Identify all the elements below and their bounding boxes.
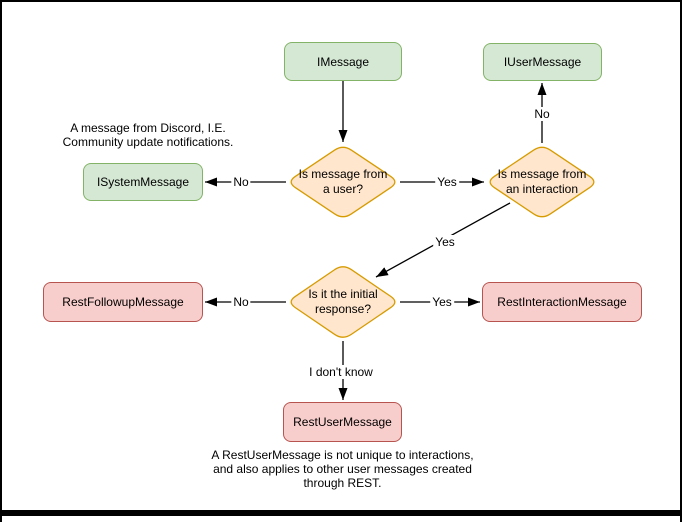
decision-from-interaction-shape bbox=[489, 146, 595, 218]
window-bottom-edge bbox=[2, 510, 680, 516]
edge-label-yes-to-restinteraction: Yes bbox=[430, 295, 454, 309]
node-iusermessage-label: IUserMessage bbox=[503, 55, 582, 69]
node-restusermessage-label: RestUserMessage bbox=[293, 415, 392, 429]
edge-label-no-to-iusermessage: No bbox=[532, 107, 552, 121]
decision-from-interaction-label: Is message from an interaction bbox=[497, 167, 587, 196]
node-imessage: IMessage bbox=[284, 42, 402, 81]
decision-initial-response-shape bbox=[290, 266, 396, 338]
note-isystemmessage: A message from Discord, I.E. Community u… bbox=[62, 121, 234, 149]
decision-from-user-label: Is message from a user? bbox=[298, 167, 388, 196]
node-imessage-label: IMessage bbox=[316, 54, 370, 69]
node-restfollowupmessage-label: RestFollowupMessage bbox=[62, 295, 184, 309]
note-restusermessage: A RestUserMessage is not unique to inter… bbox=[211, 448, 474, 490]
decision-initial-response-label: Is it the initial response? bbox=[308, 287, 378, 316]
node-restinteractionmessage: RestInteractionMessage bbox=[482, 282, 642, 322]
node-restusermessage: RestUserMessage bbox=[283, 402, 402, 442]
node-restfollowupmessage: RestFollowupMessage bbox=[43, 282, 203, 322]
node-restinteractionmessage-label: RestInteractionMessage bbox=[497, 295, 627, 309]
node-iusermessage: IUserMessage bbox=[483, 43, 602, 81]
node-isystemmessage: ISystemMessage bbox=[83, 163, 203, 201]
node-isystemmessage-label: ISystemMessage bbox=[96, 175, 190, 189]
edge-label-idontknow-to-restuser: I don't know bbox=[307, 365, 375, 379]
decision-from-user-shape bbox=[290, 146, 396, 218]
edge-label-yes-to-initial-response: Yes bbox=[433, 235, 457, 249]
edge-label-yes-to-from-interaction: Yes bbox=[435, 175, 459, 189]
edge-label-no-to-isystemmessage: No bbox=[231, 175, 251, 189]
edge-label-no-to-restfollowup: No bbox=[231, 295, 251, 309]
